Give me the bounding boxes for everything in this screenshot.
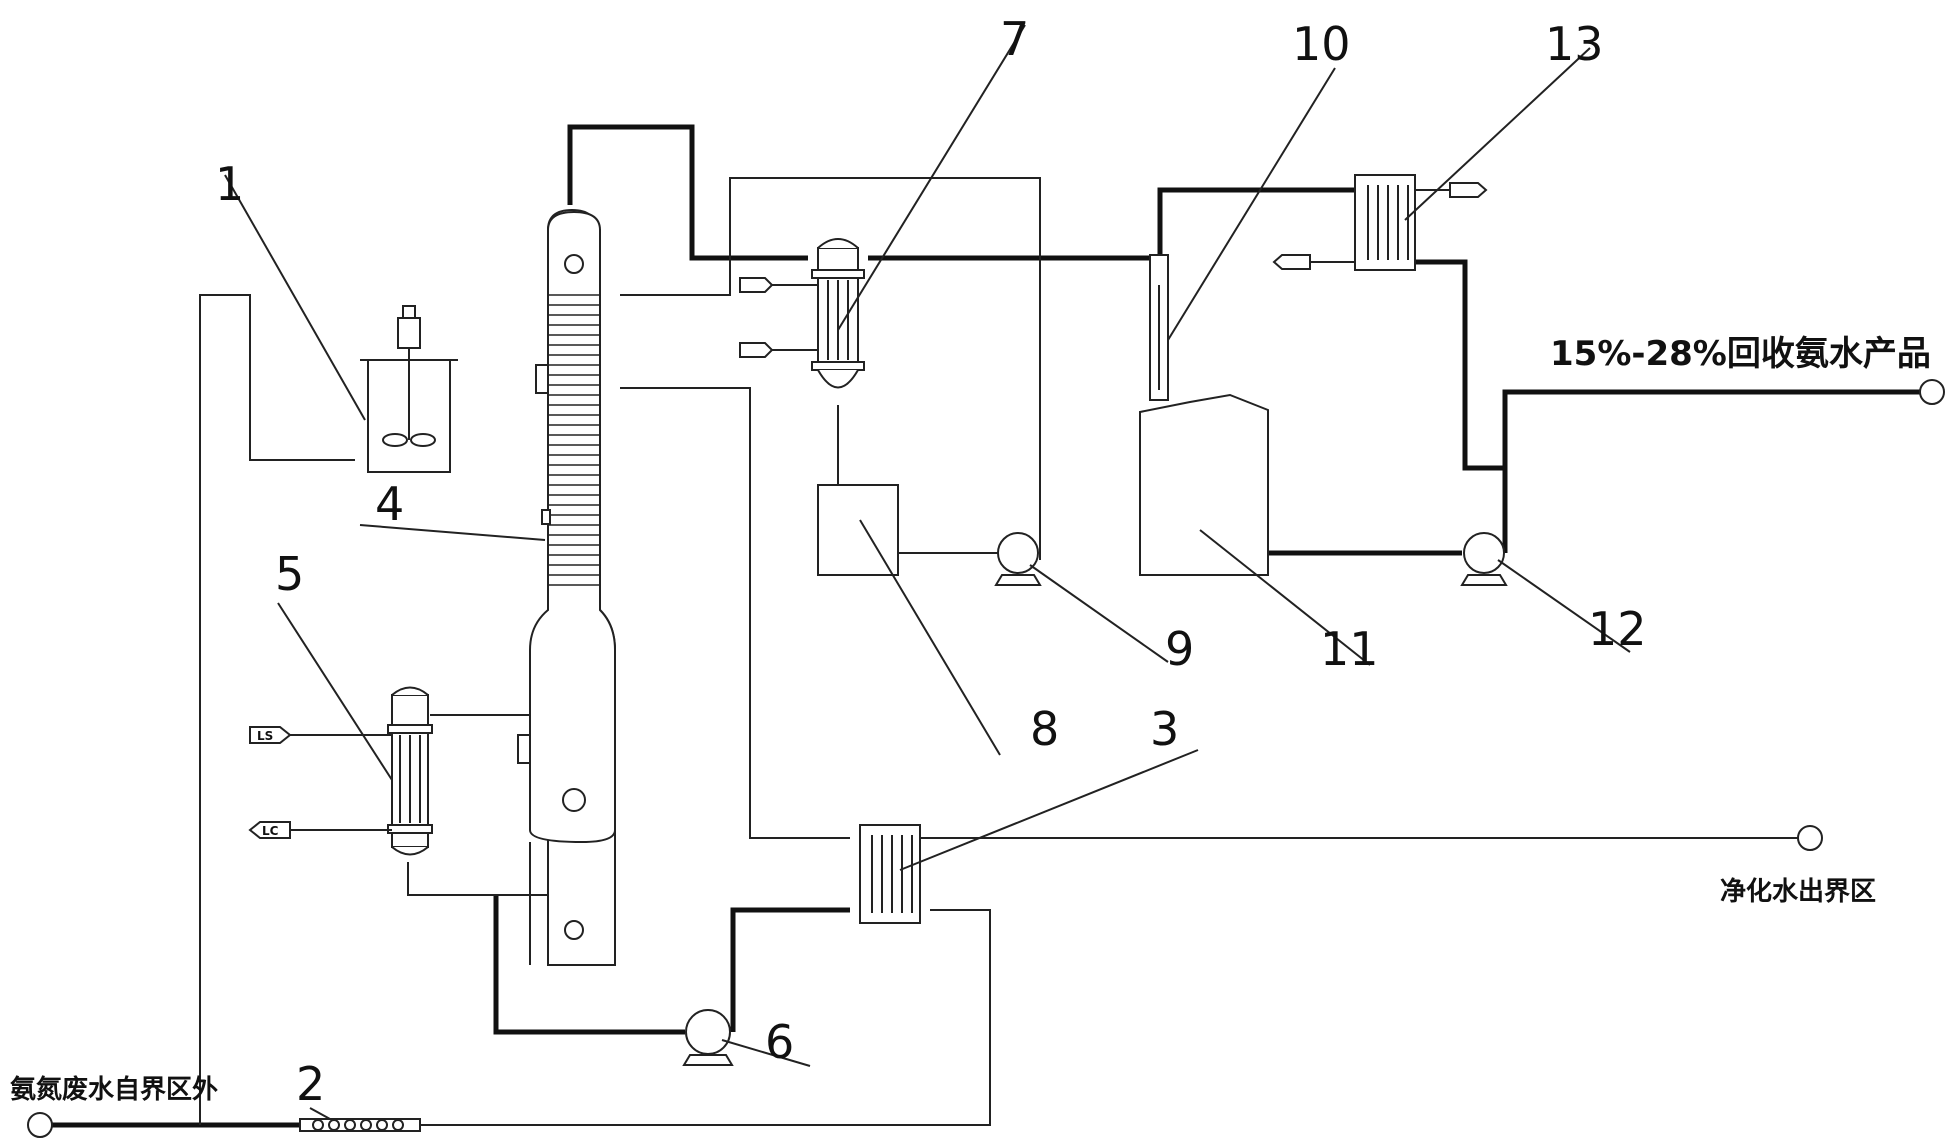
reflux-pipe bbox=[620, 177, 1041, 560]
product-pipe bbox=[1502, 389, 1920, 553]
purified-water-terminal bbox=[1797, 825, 1823, 851]
stripping-column-4 bbox=[517, 208, 616, 966]
reflux-tank-8 bbox=[817, 484, 899, 576]
feed-inlet-terminal bbox=[27, 1112, 53, 1138]
reboiler-5 bbox=[290, 686, 433, 856]
callout-6: 6 bbox=[765, 1015, 794, 1069]
callout-10: 10 bbox=[1292, 17, 1351, 71]
purified-water-label: 净化水出界区 bbox=[1720, 877, 1876, 907]
product-terminal bbox=[1919, 379, 1945, 405]
steam-tag-ls bbox=[249, 726, 292, 744]
absorber-vent-pipe bbox=[1157, 187, 1355, 258]
callout-1: 1 bbox=[215, 157, 244, 211]
reflux-pump-9 bbox=[994, 532, 1042, 586]
heat-exchanger-13 bbox=[1272, 174, 1488, 271]
condenser-7 bbox=[739, 238, 865, 389]
dosing-branch-pipe bbox=[199, 294, 355, 1125]
leader-lines bbox=[224, 24, 1631, 1120]
filter-2 bbox=[299, 1118, 421, 1132]
column-trays bbox=[548, 294, 600, 586]
callout-5: 5 bbox=[275, 547, 304, 601]
pump6-discharge-pipe bbox=[730, 907, 850, 1032]
condensate-tag-lc bbox=[248, 821, 291, 839]
product-label: 15%-28%回收氨水产品 bbox=[1550, 334, 1931, 374]
callout-4: 4 bbox=[375, 477, 404, 531]
callout-7: 7 bbox=[1000, 12, 1029, 66]
callout-11: 11 bbox=[1320, 622, 1379, 676]
heat-exchanger-3 bbox=[859, 824, 921, 924]
side-draw-pipe bbox=[620, 387, 850, 839]
dosing-tank-1 bbox=[360, 305, 458, 473]
bottoms-pump-6 bbox=[682, 1009, 734, 1066]
callout-2: 2 bbox=[296, 1057, 325, 1111]
bottoms-pipe bbox=[493, 895, 685, 1035]
product-tank-11 bbox=[1139, 393, 1269, 576]
callout-8: 8 bbox=[1030, 702, 1059, 756]
product-pump-12 bbox=[1460, 532, 1508, 586]
overhead-vapor-pipe bbox=[567, 124, 808, 261]
callout-3: 3 bbox=[1150, 702, 1179, 756]
feed-pipe-after-filter bbox=[420, 909, 991, 1126]
absorber-10 bbox=[1149, 254, 1169, 401]
condensate-tag-lc-text: LC bbox=[262, 824, 279, 838]
callout-12: 12 bbox=[1588, 602, 1647, 656]
feed-inlet-label: 氨氮废水自界区外 bbox=[10, 1074, 218, 1105]
exchanger13-return-pipe bbox=[1415, 259, 1505, 471]
callout-9: 9 bbox=[1165, 622, 1194, 676]
steam-tag-ls-text: LS bbox=[257, 729, 273, 743]
pipelines bbox=[40, 124, 1920, 1128]
callout-13: 13 bbox=[1545, 17, 1604, 71]
